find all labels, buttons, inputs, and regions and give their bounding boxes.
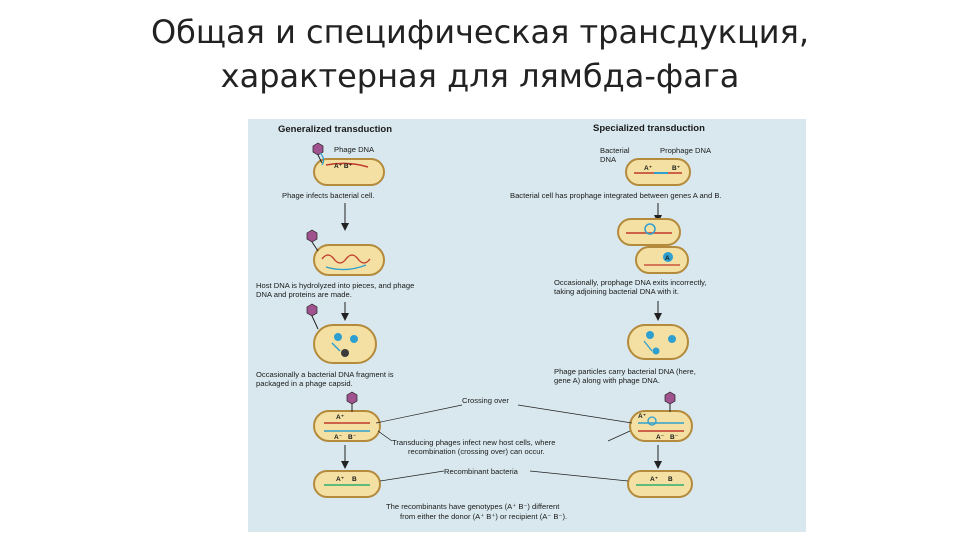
genotype-caption-l2: from either the donor (A⁺ B⁺) or recipie…	[400, 512, 567, 521]
gene-a-minus: A⁻	[334, 434, 342, 441]
gen-step3-cell	[306, 303, 377, 364]
prophage-dna-label: Prophage DNA	[660, 146, 712, 155]
phage-icon	[664, 391, 676, 412]
slide-title: Общая и специфическая трансдукция, харак…	[80, 10, 880, 98]
bacterial-dna-label-l2: DNA	[600, 155, 617, 164]
generalized-header: Generalized transduction	[278, 124, 392, 135]
spec-step3-caption-l1: Phage particles carry bacterial DNA (her…	[554, 367, 696, 376]
spec-step2-cell: A	[617, 218, 689, 274]
gen-step1-caption: Phage infects bacterial cell.	[282, 191, 374, 200]
spec-gene-a-circle: A	[665, 255, 670, 262]
spec-step2-caption-l1: Occasionally, prophage DNA exits incorre…	[554, 278, 707, 287]
phage-icon	[346, 391, 358, 412]
genotype-caption-l1: The recombinants have genotypes (A⁺ B⁻) …	[386, 502, 560, 511]
spec-gene-a: A⁺	[644, 165, 652, 172]
recombinant-line-left	[379, 470, 445, 482]
bacterial-dna-label-l1: Bacterial	[600, 146, 630, 155]
gene-b-minus: B⁻	[348, 434, 356, 441]
gen-step1-cell: A⁺ B⁺	[312, 142, 385, 186]
spec-gene-b-minus: B⁻	[670, 434, 678, 441]
gen-step3-caption-l2: packaged in a phage capsid.	[256, 379, 353, 388]
gen-step2-caption-l2: DNA and proteins are made.	[256, 290, 352, 299]
spec-step1-caption: Bacterial cell has prophage integrated b…	[510, 191, 722, 200]
spec-step3-cell	[627, 324, 689, 360]
phage-icon	[312, 142, 324, 164]
gen-step2-cell	[306, 229, 385, 276]
spec-recombinant-cell: A⁺ B	[627, 470, 693, 498]
gen-step2-caption-l1: Host DNA is hydrolyzed into pieces, and …	[256, 281, 414, 290]
spec-step4-cell: A⁺ A⁻ B⁻	[629, 391, 693, 442]
spec-step1-cell: A⁺ B⁺	[625, 158, 691, 186]
recombinant-bacteria-label: Recombinant bacteria	[444, 467, 519, 476]
gen-step4-cell: A⁺ A⁻ B⁻	[313, 391, 381, 442]
gene-a-label: A⁺	[336, 476, 344, 483]
spec-gene-b: B⁺	[672, 165, 680, 172]
gen-recombinant-cell: A⁺ B	[313, 470, 381, 498]
crossing-line-left	[375, 404, 463, 424]
crossing-over-label: Crossing over	[462, 396, 509, 405]
spec-gene-a-label: A⁺	[650, 476, 658, 483]
gene-b-label: B	[352, 476, 357, 483]
transducing-pointer-left	[377, 430, 393, 442]
gene-a-plus: A⁺	[336, 414, 344, 421]
transducing-caption-l2: recombination (crossing over) can occur.	[408, 447, 545, 456]
spec-gene-a-minus: A⁻	[656, 434, 664, 441]
gen-genes-label: A⁺ B⁺	[334, 163, 352, 170]
transducing-pointer-right	[607, 430, 631, 442]
phage-icon	[306, 303, 319, 330]
spec-gene-a-plus: A⁺	[638, 413, 646, 420]
transduction-diagram: Generalized transduction Specialized tra…	[256, 123, 722, 521]
specialized-header: Specialized transduction	[593, 123, 705, 134]
recombinant-line-right	[529, 470, 629, 482]
spec-step3-caption-l2: gene A) along with phage DNA.	[554, 376, 660, 385]
transduction-figure: Generalized transduction Specialized tra…	[248, 119, 806, 532]
crossing-line-right	[517, 404, 633, 424]
spec-step2-caption-l2: taking adjoining bacterial DNA with it.	[554, 287, 679, 296]
slide-title-line2: характерная для лямбда-фага	[220, 57, 740, 95]
phage-icon	[306, 229, 319, 252]
slide-title-line1: Общая и специфическая трансдукция,	[150, 13, 809, 51]
transducing-caption-l1: Transducing phages infect new host cells…	[392, 438, 556, 447]
gen-step3-caption-l1: Occasionally a bacterial DNA fragment is	[256, 370, 394, 379]
phage-dna-label: Phage DNA	[334, 145, 375, 154]
spec-gene-b-label: B	[668, 476, 673, 483]
